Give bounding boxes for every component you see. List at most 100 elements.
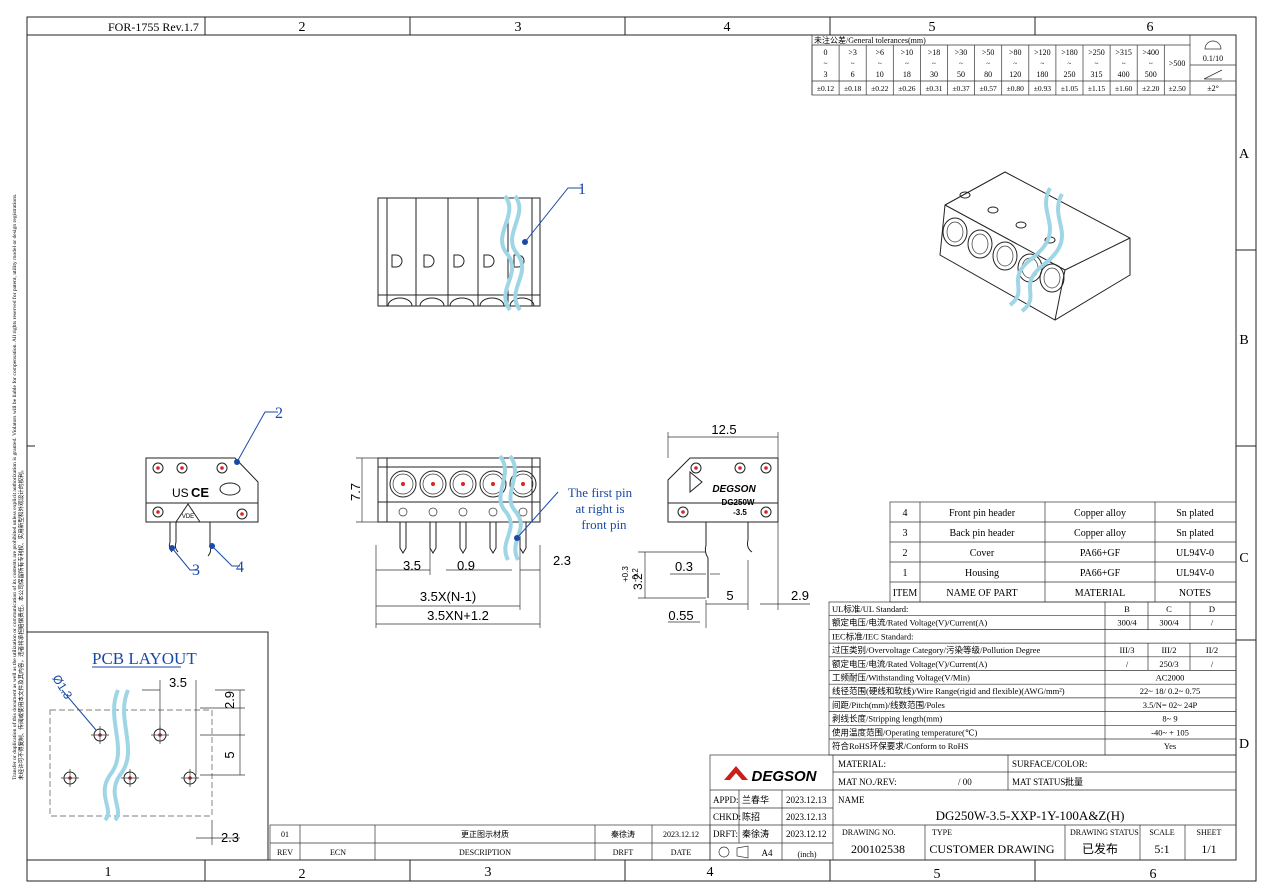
vde-triangle bbox=[175, 503, 201, 523]
tol-range-high: 500 bbox=[1145, 70, 1157, 79]
spec-value: Yes bbox=[1164, 741, 1176, 751]
ul-col: C bbox=[1166, 604, 1172, 614]
tol-range-low: >315 bbox=[1115, 48, 1132, 57]
revision-table: 01 更正图示材质 秦徐涛 2023.12.12 REV ECN DESCRIP… bbox=[269, 824, 711, 861]
ul-logo bbox=[219, 482, 241, 496]
pcb-dim-5: 5 bbox=[222, 751, 237, 758]
rev-number: 01 bbox=[281, 830, 289, 839]
dim-pin-tol-up: +0.3 bbox=[621, 566, 630, 582]
tol-value: ±1.60 bbox=[1115, 84, 1132, 93]
wire-entry-slot bbox=[423, 254, 435, 268]
isometric-view bbox=[939, 171, 1131, 321]
surface-label: SURFACE/COLOR: bbox=[1012, 759, 1087, 769]
sheet-label: SHEET bbox=[1197, 828, 1222, 837]
name-label: NAME bbox=[838, 795, 865, 805]
spec-label: 剥线长度/Stripping length(mm) bbox=[832, 714, 942, 724]
cert-vde: VDE bbox=[182, 514, 194, 520]
wire-entry-slot bbox=[483, 254, 495, 268]
tol-value: ±0.93 bbox=[1034, 84, 1051, 93]
parts-header-name: NAME OF PART bbox=[946, 588, 1017, 599]
rev-date: 2023.12.12 bbox=[663, 830, 699, 839]
tol-range-high: 315 bbox=[1091, 70, 1103, 79]
zone-col-3: 3 bbox=[515, 20, 522, 35]
tol-range-tilde: ~ bbox=[1068, 60, 1072, 68]
pin bbox=[519, 522, 527, 554]
zone-col-6-bottom: 6 bbox=[1150, 867, 1157, 882]
sheet-size: A4 bbox=[762, 848, 773, 858]
tol-range-tilde: ~ bbox=[905, 60, 909, 68]
tol-range-tilde: ~ bbox=[824, 60, 828, 68]
side-note-cn: 未经许可不得复制、传阅或使用本文件及其内容，违者将承担赔偿责任。本公司保留所有专… bbox=[17, 467, 25, 780]
spec-label: 符合RoHS环保要求/Conform to RoHS bbox=[832, 741, 969, 751]
iso-wire-hole bbox=[967, 229, 993, 259]
mat-status-value: 批量 bbox=[1065, 776, 1083, 787]
zone-col-2: 2 bbox=[299, 20, 306, 35]
pin bbox=[459, 522, 467, 554]
iec-ovc-c: III/2 bbox=[1161, 645, 1176, 655]
pin-note-line-3: front pin bbox=[581, 517, 627, 532]
ul-col: B bbox=[1124, 604, 1130, 614]
tol-value: ±0.80 bbox=[1007, 84, 1024, 93]
tol-range-high: 120 bbox=[1009, 70, 1021, 79]
part-material: PA66+GF bbox=[1080, 548, 1121, 559]
zone-col-4-bottom: 4 bbox=[707, 865, 714, 880]
zone-col-3-bottom: 3 bbox=[485, 865, 492, 880]
iso-wire-hole bbox=[992, 241, 1018, 271]
screw-hole bbox=[760, 506, 772, 518]
tol-range-low: 0 bbox=[824, 48, 828, 57]
spec-value: 8~ 9 bbox=[1162, 714, 1177, 724]
pin-note-leader bbox=[516, 491, 559, 539]
drawing-type: CUSTOMER DRAWING bbox=[929, 842, 1054, 856]
scale: 5:1 bbox=[1154, 842, 1169, 856]
spec-value: 22~ 18/ 0.2~ 0.75 bbox=[1140, 686, 1200, 696]
unit: (inch) bbox=[797, 850, 816, 859]
drawing-status: 已发布 bbox=[1082, 841, 1118, 856]
part-name: Back pin header bbox=[950, 528, 1016, 539]
dim-total-length: 3.5XN+1.2 bbox=[427, 608, 489, 623]
wire-entry-hole bbox=[509, 470, 537, 498]
iec-rated-label: 额定电压/电流/Rated Voltage(V)/Current(A) bbox=[832, 659, 987, 669]
callout-3-leader bbox=[171, 547, 198, 571]
dim-depth: 12.5 bbox=[711, 422, 736, 437]
tol-value: ±0.12 bbox=[817, 84, 834, 93]
dim-row-length: 3.5X(N-1) bbox=[420, 589, 476, 604]
iso-screw-hole bbox=[987, 206, 999, 214]
front-dimensions bbox=[356, 457, 541, 628]
zone-labels: 2 3 4 5 6 1 2 3 4 5 6 A B C D bbox=[105, 20, 1250, 882]
spec-value: AC2000 bbox=[1156, 673, 1185, 683]
wire-entry-hole bbox=[449, 470, 477, 498]
pcb-dim-3-5: 3.5 bbox=[169, 675, 187, 690]
part-notes: Sn plated bbox=[1176, 528, 1214, 539]
callout-1-dot bbox=[522, 239, 528, 245]
iso-screw-hole bbox=[1015, 221, 1027, 229]
parts-header-material: MATERIAL bbox=[1075, 588, 1126, 599]
side-pitch: -3.5 bbox=[733, 508, 747, 517]
screw-hole bbox=[690, 462, 702, 474]
callout-1: 1 bbox=[578, 181, 586, 198]
screw-hole bbox=[677, 506, 689, 518]
cert-ce: CE bbox=[191, 485, 209, 500]
zone-ticks bbox=[27, 17, 1256, 881]
callout-1-leader bbox=[524, 187, 582, 243]
tol-range-low: >400 bbox=[1142, 48, 1159, 57]
drft-label: DRFT: bbox=[713, 829, 738, 839]
rev-header-ecn: ECN bbox=[330, 848, 346, 857]
tol-range-tilde: ~ bbox=[932, 60, 936, 68]
screw-hole bbox=[734, 462, 746, 474]
rev-drft: 秦徐涛 bbox=[611, 829, 635, 839]
material-label: MATERIAL: bbox=[838, 759, 886, 769]
tol-range-tilde: ~ bbox=[851, 60, 855, 68]
tolerance-title: 未注公差/General tolerances(mm) bbox=[814, 35, 926, 45]
tol-over-label: >500 bbox=[1169, 59, 1186, 68]
tol-range-high: 30 bbox=[930, 70, 938, 79]
screw-hole bbox=[152, 506, 164, 518]
tol-range-tilde: ~ bbox=[878, 60, 882, 68]
callout-4-leader bbox=[211, 545, 240, 567]
dim-0-3: 0.3 bbox=[675, 559, 693, 574]
tol-value: ±0.22 bbox=[871, 84, 888, 93]
part-material: PA66+GF bbox=[1080, 568, 1121, 579]
sheet-number: 1/1 bbox=[1201, 842, 1216, 856]
